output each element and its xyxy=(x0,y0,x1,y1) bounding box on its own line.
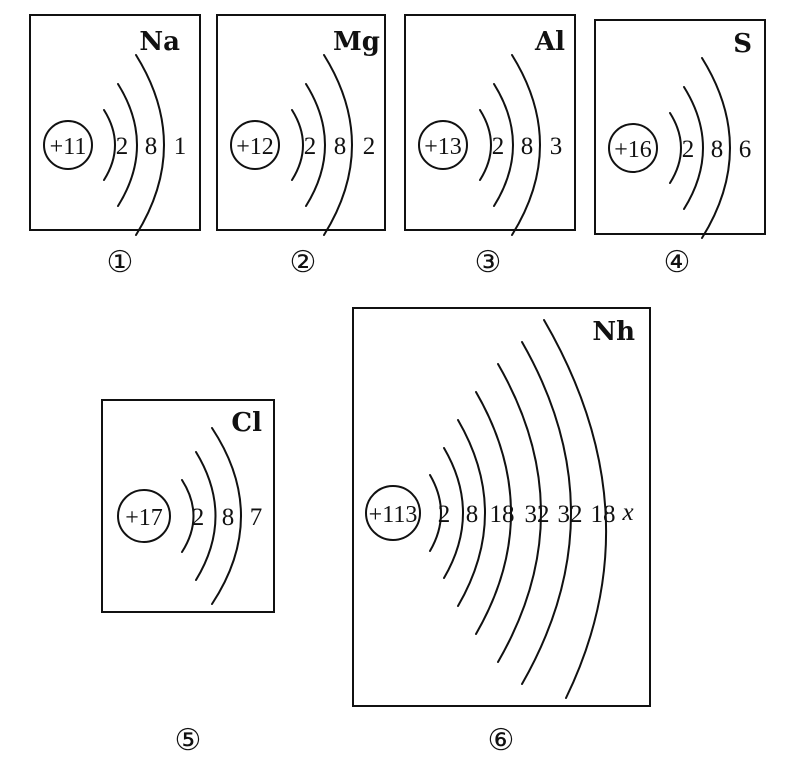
electron-shell-arc xyxy=(195,451,217,581)
nucleus-circle xyxy=(418,120,468,170)
electron-count: 18 xyxy=(591,501,616,528)
element-symbol: Na xyxy=(139,27,180,57)
panel-label: ⑥ xyxy=(488,723,515,758)
panel-frame xyxy=(101,399,275,613)
nucleus-circle xyxy=(117,489,171,543)
electron-count: 2 xyxy=(438,501,451,528)
electron-count: 8 xyxy=(711,136,724,163)
electron-count: 18 xyxy=(490,501,515,528)
electron-count: 2 xyxy=(363,133,376,160)
electron-count: 1 xyxy=(174,133,187,160)
panel-label: ① xyxy=(107,245,134,280)
electron-count: 8 xyxy=(145,133,158,160)
electron-shell-arc xyxy=(211,427,242,605)
electron-shell-arc xyxy=(521,341,572,685)
atom-panel-cl: Cl +17 2 8 7 ⑤ xyxy=(101,399,275,758)
electron-count: 8 xyxy=(521,133,534,160)
electron-count: 32 xyxy=(558,501,583,528)
electron-count: 8 xyxy=(334,133,347,160)
electron-shell-arc xyxy=(669,112,682,184)
electron-shell-arc xyxy=(493,83,514,207)
electron-shell-arc xyxy=(457,419,486,607)
electron-count: 8 xyxy=(466,501,479,528)
electron-count: 2 xyxy=(304,133,317,160)
electron-shell-arc xyxy=(135,54,165,236)
element-symbol: Cl xyxy=(231,408,262,438)
panel-label: ⑤ xyxy=(175,723,202,758)
electron-shell-arc xyxy=(511,54,541,236)
nucleus-charge: +11 xyxy=(50,134,87,160)
electron-shell-arc xyxy=(497,363,542,663)
panel-frame xyxy=(216,14,386,231)
electron-count: 2 xyxy=(192,504,205,531)
electron-shell-arc xyxy=(117,83,138,207)
panel-label: ③ xyxy=(475,245,502,280)
electron-shell-arc xyxy=(683,86,704,210)
element-symbol: S xyxy=(733,29,752,59)
nucleus-circle xyxy=(608,123,658,173)
electron-shell-arc xyxy=(305,83,326,207)
electron-count: 2 xyxy=(492,133,505,160)
panel-frame xyxy=(352,307,651,707)
atom-panel-nh: Nh +113 2 8 18 32 32 18 x ⑥ xyxy=(352,307,651,758)
electron-shell-arc xyxy=(543,319,608,699)
element-symbol: Nh xyxy=(592,317,635,347)
atom-panel-s: S +16 2 8 6 ④ xyxy=(594,19,766,280)
electron-count: 32 xyxy=(525,501,550,528)
atom-panel-al: Al +13 2 8 3 ③ xyxy=(404,14,576,280)
element-symbol: Al xyxy=(534,27,565,57)
atom-panel-na: Na +11 2 8 1 ① xyxy=(29,14,201,280)
electron-count: 8 xyxy=(222,504,235,531)
nucleus-circle xyxy=(365,485,421,541)
electron-shell-arc xyxy=(291,109,304,181)
electron-count: 2 xyxy=(116,133,129,160)
nucleus-charge: +113 xyxy=(369,502,418,528)
electron-shell-arc xyxy=(103,109,116,181)
electron-shell-arc xyxy=(475,391,512,635)
atom-panel-mg: Mg +12 2 8 2 ② xyxy=(216,14,386,280)
electron-shell-arc xyxy=(323,54,353,236)
electron-count-unknown: x xyxy=(621,499,633,526)
electron-count: 3 xyxy=(550,133,563,160)
nucleus-circle xyxy=(230,120,280,170)
electron-shell-arc xyxy=(479,109,492,181)
panel-frame xyxy=(594,19,766,235)
electron-count: 2 xyxy=(682,136,695,163)
element-symbol: Mg xyxy=(333,27,380,57)
panel-frame xyxy=(29,14,201,231)
nucleus-charge: +12 xyxy=(236,134,274,160)
nucleus-charge: +16 xyxy=(614,137,652,163)
electron-shell-arc xyxy=(181,479,195,553)
nucleus-charge: +17 xyxy=(125,505,163,531)
electron-shell-arc xyxy=(443,447,464,579)
electron-count: 6 xyxy=(739,136,752,163)
panel-frame xyxy=(404,14,576,231)
electron-count: 7 xyxy=(250,504,263,531)
electron-shell-arc xyxy=(701,57,731,239)
nucleus-charge: +13 xyxy=(424,134,462,160)
electron-shell-arc xyxy=(429,474,442,552)
panel-label: ② xyxy=(290,245,317,280)
nucleus-circle xyxy=(43,120,93,170)
panel-label: ④ xyxy=(664,245,691,280)
